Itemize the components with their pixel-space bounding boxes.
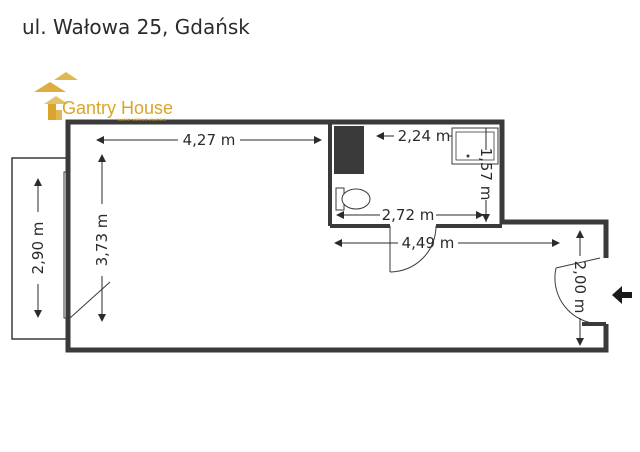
dim-label-bath-width: 2,24 m (398, 127, 451, 145)
dim-bath-bottom: 2,72 m (336, 206, 484, 224)
dim-label-hall-width: 4,49 m (402, 234, 455, 252)
dim-label-entrance: 2,00 m (571, 261, 589, 314)
brand-tagline: BIURO NIERUCHOMOŚCI (118, 117, 166, 122)
dim-label-bath-height: 1,57 m (477, 148, 495, 201)
outer-wall (65, 119, 609, 353)
dim-entrance: 2,00 m (571, 230, 589, 346)
dim-hall-width: 4,49 m (334, 234, 560, 252)
shower-icon (451, 127, 499, 165)
cabinet-block (334, 126, 364, 174)
bathroom-door-icon (389, 225, 437, 273)
balcony-door-icon (69, 281, 111, 319)
dim-label-balcony: 2,90 m (29, 222, 47, 275)
dim-label-main-width: 4,27 m (183, 131, 236, 149)
dim-main-width: 4,27 m (96, 131, 322, 149)
dim-bath-height: 1,57 m (477, 128, 495, 222)
dim-label-bath-bottom: 2,72 m (382, 206, 435, 224)
address-title: ul. Wałowa 25, Gdańsk (22, 15, 250, 39)
dim-bath-width: 2,24 m (376, 127, 452, 145)
toilet-icon (335, 187, 371, 211)
entrance-opening (600, 258, 612, 324)
dim-balcony: 2,90 m (29, 178, 47, 318)
brand-name: Gantry House (62, 98, 173, 118)
dim-label-main-height: 3,73 m (93, 214, 111, 267)
brand-logo: Gantry House BIURO NIERUCHOMOŚCI (34, 72, 173, 122)
dim-main-height: 3,73 m (93, 154, 111, 322)
entrance-arrow-icon (612, 286, 632, 304)
entrance-door-icon (554, 257, 601, 325)
